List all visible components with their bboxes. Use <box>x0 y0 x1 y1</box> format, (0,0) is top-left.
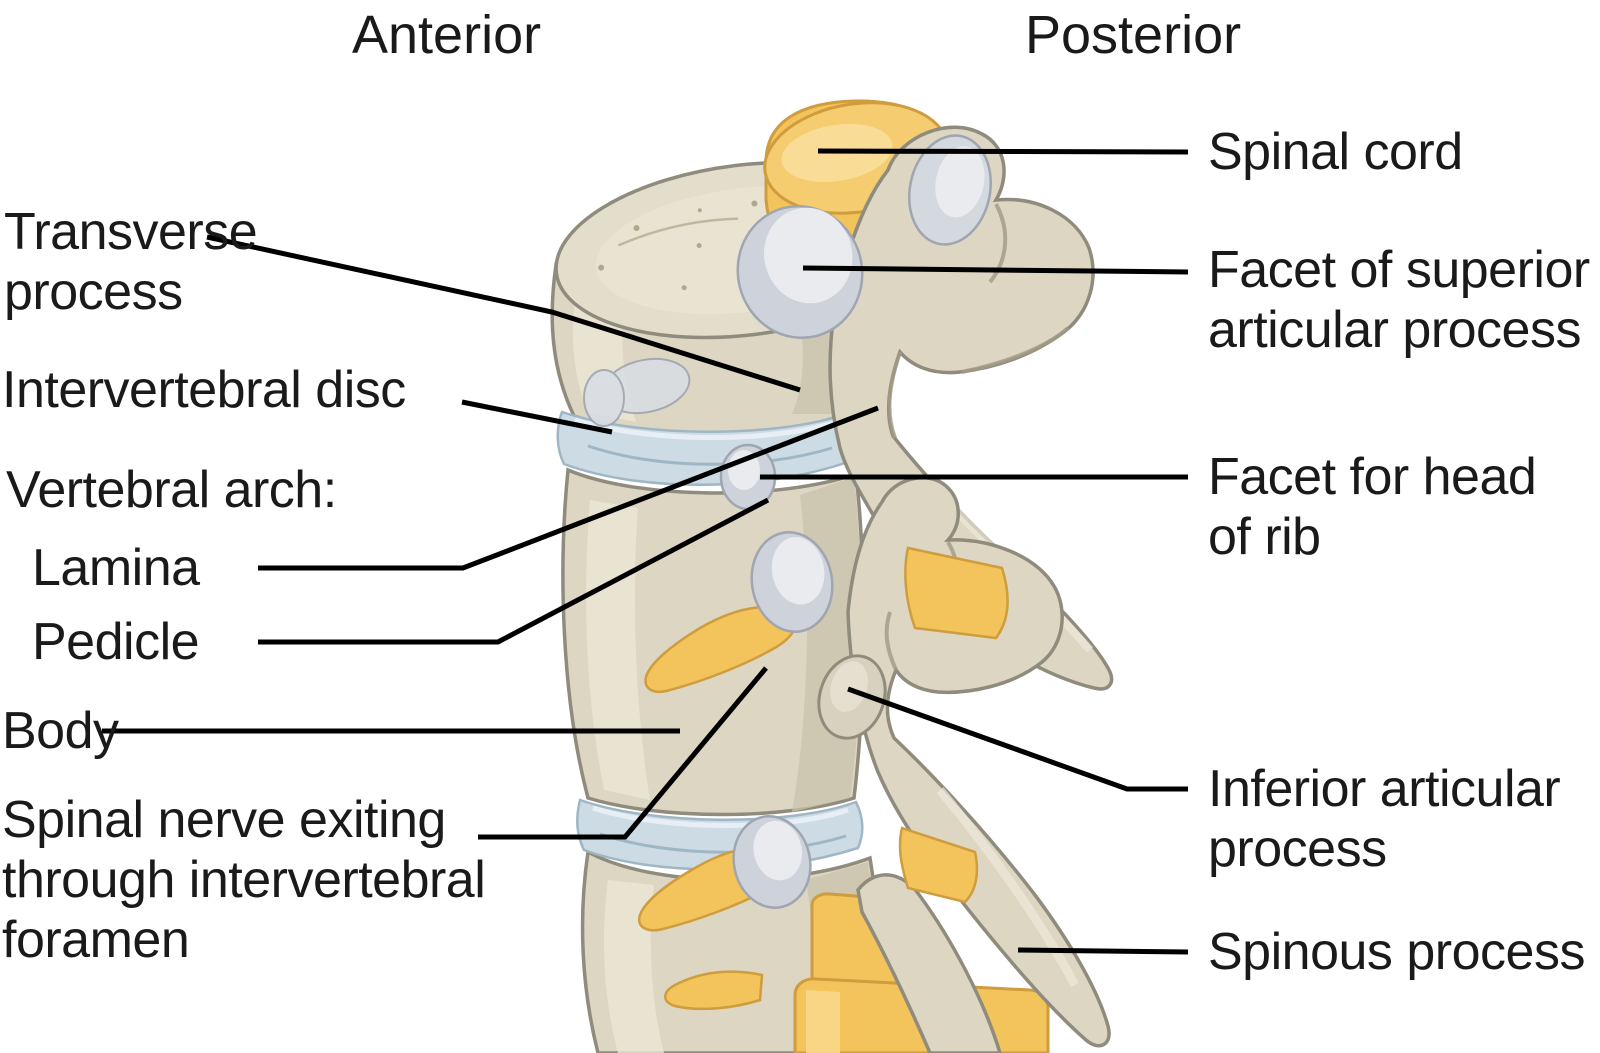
spinal-nerve-upper <box>644 605 798 694</box>
facet-lower <box>732 815 812 909</box>
label-inferior-articular: Inferior articular process <box>1208 759 1561 879</box>
intervertebral-disc-2-lip <box>592 805 849 828</box>
leader-lines <box>102 148 1189 955</box>
leader-facet-superior <box>802 265 1189 275</box>
label-vertebral-arch: Vertebral arch: <box>6 460 337 520</box>
label-line: articular process <box>1208 301 1581 359</box>
label-line: Body <box>2 702 119 760</box>
vertebral-body-2-highlight <box>586 500 650 800</box>
facet-middle <box>750 531 834 633</box>
label-line: through intervertebral <box>2 851 486 909</box>
label-line: Vertebral arch: <box>6 461 337 519</box>
facet-behind-cord <box>907 134 993 246</box>
nerves-and-cord-gaps <box>637 546 1009 1011</box>
cord-gap-wedge-low <box>898 826 979 904</box>
label-pedicle: Pedicle <box>32 612 200 672</box>
label-line: Facet for head <box>1208 448 1537 506</box>
leader-lamina <box>258 405 879 571</box>
arch-upper-creases <box>887 203 1070 439</box>
intervertebral-disc-1-lip <box>574 417 837 440</box>
label-line: Inferior articular <box>1208 760 1561 818</box>
label-line: Spinous process <box>1208 923 1585 981</box>
body-costal-patches <box>583 357 691 427</box>
leader-intervertebral-disc <box>461 399 613 435</box>
leader-inferior-articular <box>847 686 1188 792</box>
leader-spinal-nerve <box>478 666 768 840</box>
label-line: Transverse <box>4 203 258 261</box>
label-line: process <box>1208 820 1387 878</box>
label-line: foramen <box>2 911 190 969</box>
spinal-cord-bottom-highlight <box>806 990 840 1053</box>
leader-spinal-cord <box>817 148 1189 155</box>
label-intervertebral-disc: Intervertebral disc <box>2 360 406 420</box>
leader-transverse-process <box>206 234 801 393</box>
leader-pedicle <box>258 497 770 645</box>
label-line: of rib <box>1208 508 1321 566</box>
inferior-articular-process-knob <box>817 654 887 740</box>
label-lamina: Lamina <box>32 538 200 598</box>
label-body: Body <box>2 701 119 761</box>
spinous-process-lower-highlight <box>936 787 1079 988</box>
label-spinal-nerve: Spinal nerve exiting through interverteb… <box>2 790 486 970</box>
posterior-fragment-lower <box>856 873 1002 1053</box>
articular-facets <box>583 134 993 909</box>
intervertebral-disc-2-line <box>599 832 847 854</box>
orientation-posterior: Posterior <box>1025 5 1242 65</box>
spinal-nerve-bottom <box>664 970 764 1011</box>
label-transverse-process: Transverse process <box>4 202 258 322</box>
label-facet-rib: Facet for head of rib <box>1208 447 1537 567</box>
label-line: Lamina <box>32 539 200 597</box>
leader-spinous-process <box>1017 947 1189 955</box>
label-line: Pedicle <box>32 613 200 671</box>
cord-gap-wedge-mid <box>904 546 1009 640</box>
label-spinal-cord: Spinal cord <box>1208 122 1463 182</box>
label-spinous-process: Spinous process <box>1208 922 1585 982</box>
label-line: Facet of superior <box>1208 241 1590 299</box>
label-line: Spinal nerve exiting <box>2 791 446 849</box>
label-line: process <box>4 263 183 321</box>
intervertebral-disc-1-line <box>587 444 833 466</box>
label-line: Intervertebral disc <box>2 361 406 419</box>
label-line: Spinal cord <box>1208 123 1463 181</box>
facet-of-superior-articular-process <box>736 204 864 340</box>
label-facet-superior: Facet of superior articular process <box>1208 240 1590 360</box>
orientation-anterior: Anterior <box>352 5 542 65</box>
